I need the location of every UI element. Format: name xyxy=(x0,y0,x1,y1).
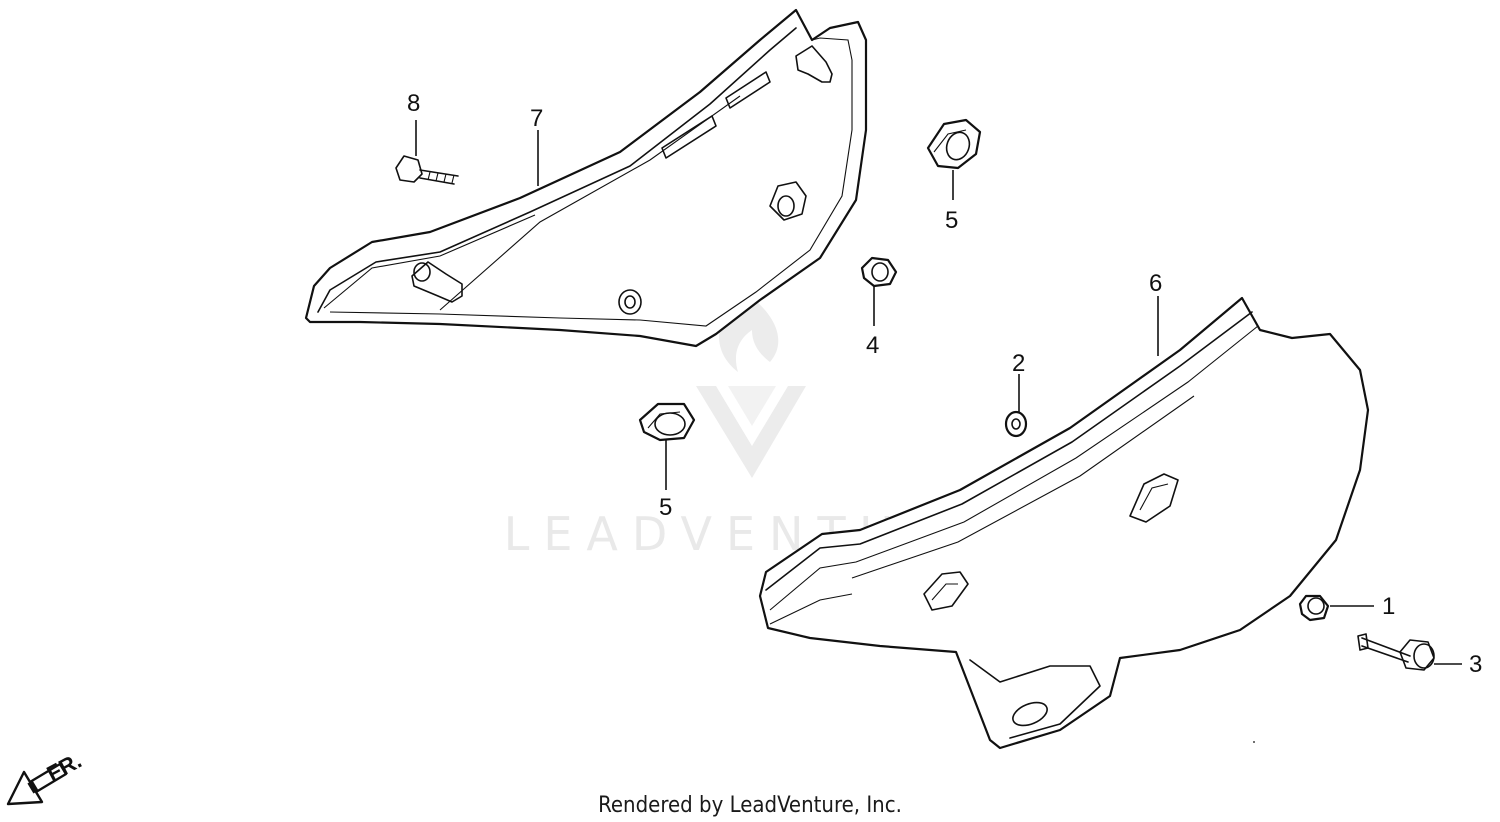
callout-5-upper[interactable]: 5 xyxy=(945,207,958,234)
callout-numbers: 8 7 5 4 2 6 5 1 3 xyxy=(407,90,1482,678)
callout-8[interactable]: 8 xyxy=(407,90,420,117)
callout-3[interactable]: 3 xyxy=(1469,651,1482,678)
part-5-grommet-lower[interactable] xyxy=(638,402,696,442)
arrow-down-left-icon xyxy=(6,762,68,806)
part-4-collar[interactable] xyxy=(860,256,898,288)
part-6-right-side-cover[interactable] xyxy=(758,296,1370,750)
part-5-grommet-upper[interactable] xyxy=(926,118,982,170)
callout-6[interactable]: 6 xyxy=(1149,270,1162,297)
leader-lines xyxy=(415,120,1462,665)
callout-5-lower[interactable]: 5 xyxy=(659,494,672,521)
callout-2[interactable]: 2 xyxy=(1012,350,1025,377)
part-7-left-side-cover[interactable] xyxy=(304,8,868,348)
part-2-washer[interactable] xyxy=(1004,410,1028,438)
callout-4[interactable]: 4 xyxy=(866,332,879,359)
front-direction-indicator: FR. xyxy=(6,748,86,806)
callout-1[interactable]: 1 xyxy=(1382,593,1395,620)
stray-dot xyxy=(1253,741,1255,743)
part-1-collar[interactable] xyxy=(1298,594,1330,622)
callout-7[interactable]: 7 xyxy=(530,105,543,132)
footer-credit: Rendered by LeadVenture, Inc. xyxy=(598,793,902,818)
part-3-fastener[interactable] xyxy=(1357,633,1435,671)
part-8-bolt[interactable] xyxy=(395,155,459,185)
